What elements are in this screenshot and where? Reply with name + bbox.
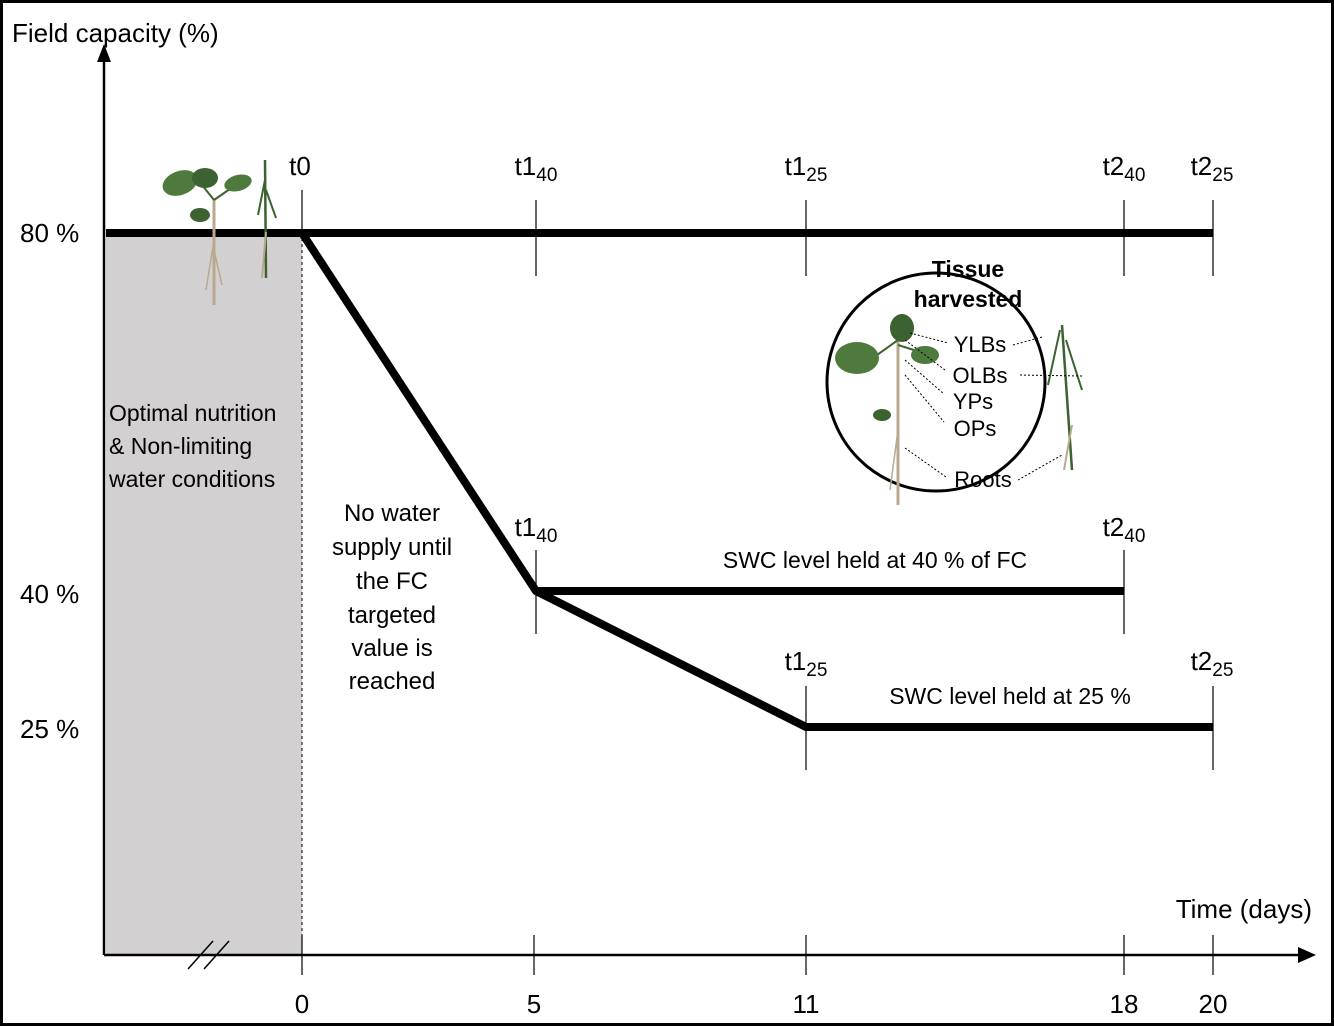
no-water-text: the FC <box>356 568 428 595</box>
timepoint-label-t2-40: t240 <box>1103 512 1146 547</box>
leader-line <box>1012 336 1043 346</box>
axis-break-mark <box>203 940 230 970</box>
timepoint-label-t1-40: t140 <box>515 151 558 186</box>
tissue-title: Tissue <box>932 256 1004 282</box>
y-axis-title: Field capacity (%) <box>12 18 219 48</box>
tissue-label-ops: OPs <box>954 416 997 441</box>
x-tick-label: 20 <box>1199 989 1228 1019</box>
swc25-label: SWC level held at 25 % <box>889 683 1131 709</box>
no-water-text: value is <box>351 635 432 662</box>
timepoint-label-t2-25: t225 <box>1191 646 1234 681</box>
no-water-text: reached <box>349 668 436 695</box>
x-tick-label: 18 <box>1110 989 1139 1019</box>
no-water-text: No water <box>344 500 440 527</box>
no-water-text: supply until <box>332 534 452 561</box>
x-axis-arrow <box>1298 947 1316 963</box>
timepoint-label-t1-40: t140 <box>515 512 558 547</box>
tissue-label-ylbs: YLBs <box>954 332 1007 357</box>
timepoint-label-t2-40: t240 <box>1103 151 1146 186</box>
tissue-title: harvested <box>914 286 1023 312</box>
swc40-label: SWC level held at 40 % of FC <box>723 547 1027 573</box>
series-line-25 <box>534 587 1213 731</box>
leader-line <box>904 447 947 478</box>
axis-break-mark <box>187 940 214 970</box>
shaded-region-text: Optimal nutrition <box>109 400 276 426</box>
tissue-label-olbs: OLBs <box>952 363 1007 388</box>
tissue-circle <box>825 271 1047 493</box>
no-water-text: targeted <box>348 602 436 629</box>
y-label-40: 40 % <box>20 579 79 609</box>
x-tick-label: 5 <box>527 989 541 1019</box>
x-tick-label: 0 <box>295 989 309 1019</box>
timepoint-label-t1-25: t125 <box>785 151 828 186</box>
shaded-region-text: water conditions <box>108 466 275 492</box>
shaded-region <box>106 232 302 954</box>
y-label-25: 25 % <box>20 714 79 744</box>
y-label-80: 80 % <box>20 218 79 248</box>
leader-line <box>1017 454 1063 481</box>
shaded-region-text: & Non-limiting <box>109 433 252 459</box>
timepoint-label-t0: t0 <box>289 151 311 181</box>
x-axis-title: Time (days) <box>1176 894 1312 924</box>
tissue-label-roots: Roots <box>954 467 1011 492</box>
wheat-plant-image <box>1047 324 1083 471</box>
timepoint-label-t2-25: t225 <box>1191 151 1234 186</box>
leader-line <box>904 339 946 371</box>
leader-line <box>909 332 949 344</box>
leader-line <box>904 359 945 395</box>
y-axis-arrow <box>97 44 111 62</box>
x-tick-label: 11 <box>793 989 820 1019</box>
timepoint-label-t1-25: t125 <box>785 646 828 681</box>
wheat-plant-image <box>257 159 277 279</box>
tissue-label-yps: YPs <box>953 389 993 414</box>
rapeseed-plant-image <box>162 168 252 305</box>
